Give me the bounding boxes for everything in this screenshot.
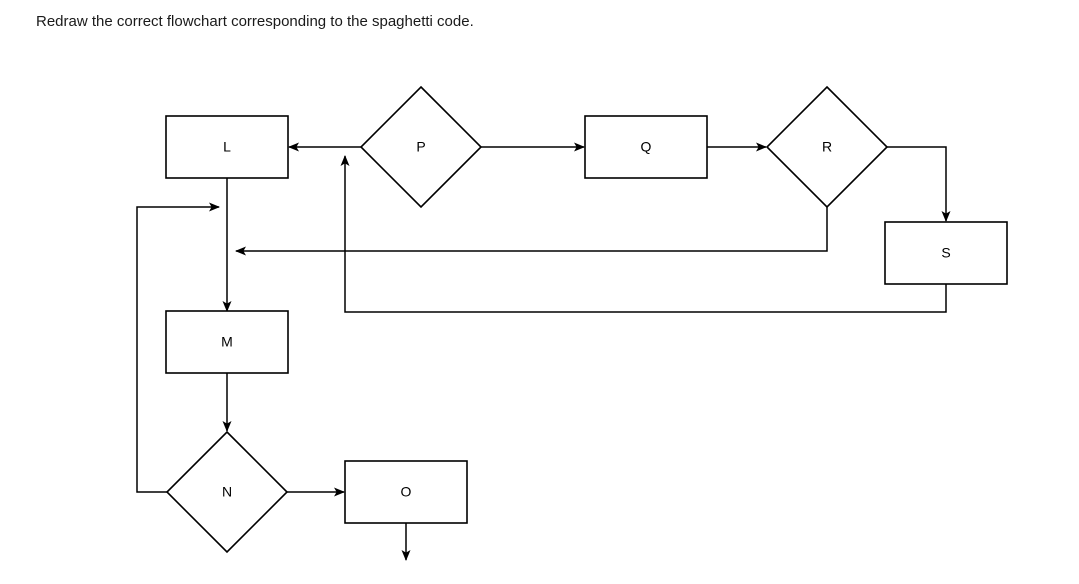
flow-edge-n-loop-back: [136, 202, 220, 493]
node-label-m: M: [221, 334, 233, 350]
flow-node-n[interactable]: N: [165, 430, 289, 554]
flowchart-edges: [136, 142, 951, 561]
decision-diamond-p[interactable]: [359, 85, 483, 209]
flow-node-s[interactable]: S: [884, 221, 1008, 285]
flow-node-q[interactable]: Q: [584, 115, 708, 179]
process-box-o[interactable]: [344, 460, 468, 524]
decision-diamond-r[interactable]: [765, 85, 889, 209]
flow-node-r[interactable]: R: [765, 85, 889, 209]
flow-node-o[interactable]: O: [344, 460, 468, 524]
flow-edge-s-loop-back: [340, 155, 947, 313]
process-box-m[interactable]: [165, 310, 289, 374]
process-box-q[interactable]: [584, 115, 708, 179]
node-label-p: P: [416, 139, 425, 155]
node-label-l: L: [223, 139, 231, 155]
node-label-o: O: [401, 484, 412, 500]
flow-edge-r-to-s: [887, 146, 951, 222]
process-box-s[interactable]: [884, 221, 1008, 285]
node-label-q: Q: [641, 139, 652, 155]
process-box-l[interactable]: [165, 115, 289, 179]
node-label-r: R: [822, 139, 832, 155]
flow-node-l[interactable]: L: [165, 115, 289, 179]
prompt-text: Redraw the correct flowchart correspondi…: [36, 13, 474, 30]
node-label-s: S: [941, 245, 950, 261]
node-label-n: N: [222, 484, 232, 500]
decision-diamond-n[interactable]: [165, 430, 289, 554]
flow-node-p[interactable]: P: [359, 85, 483, 209]
flowchart-nodes: L P Q R S M N O: [165, 85, 1008, 554]
flow-edge-r-loop-back: [235, 207, 828, 256]
flow-node-m[interactable]: M: [165, 310, 289, 374]
